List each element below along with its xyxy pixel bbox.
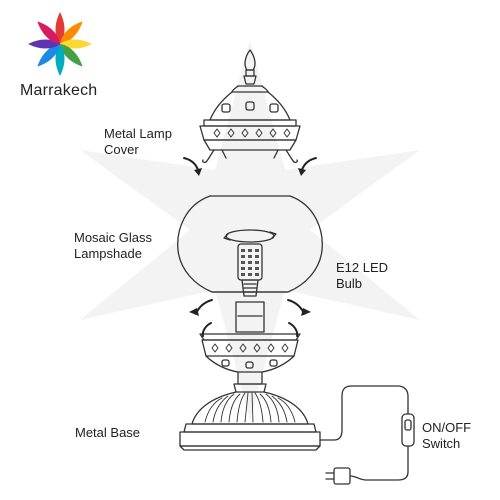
power-cord (319, 385, 409, 481)
label-mosaic-glass-lampshade: Mosaic Glass Lampshade (74, 230, 153, 261)
logo-petal (28, 39, 60, 49)
label-metal-base: Metal Base (75, 425, 141, 440)
metal-lamp-cover (199, 49, 301, 164)
marrakech-logo-icon (28, 12, 92, 76)
logo-petal (55, 12, 65, 44)
label-metal-lamp-cover: Metal Lamp Cover (104, 126, 172, 157)
on-off-switch (401, 413, 415, 447)
logo-petal (37, 21, 60, 44)
logo-petal (60, 39, 92, 49)
label-on-off-switch: ON/OFF Switch (422, 420, 472, 451)
plug-icon (325, 467, 351, 485)
label-e12-led-bulb: E12 LED Bulb (336, 260, 389, 291)
e12-led-bulb (237, 243, 263, 297)
logo-petal (37, 44, 60, 67)
metal-base (179, 301, 321, 451)
logo-petal (60, 21, 83, 44)
brand-name: Marrakech (20, 82, 98, 99)
led-chips (241, 249, 259, 276)
logo-petal (60, 44, 83, 67)
logo-petal (55, 44, 65, 76)
assembly-arrows (183, 157, 317, 337)
